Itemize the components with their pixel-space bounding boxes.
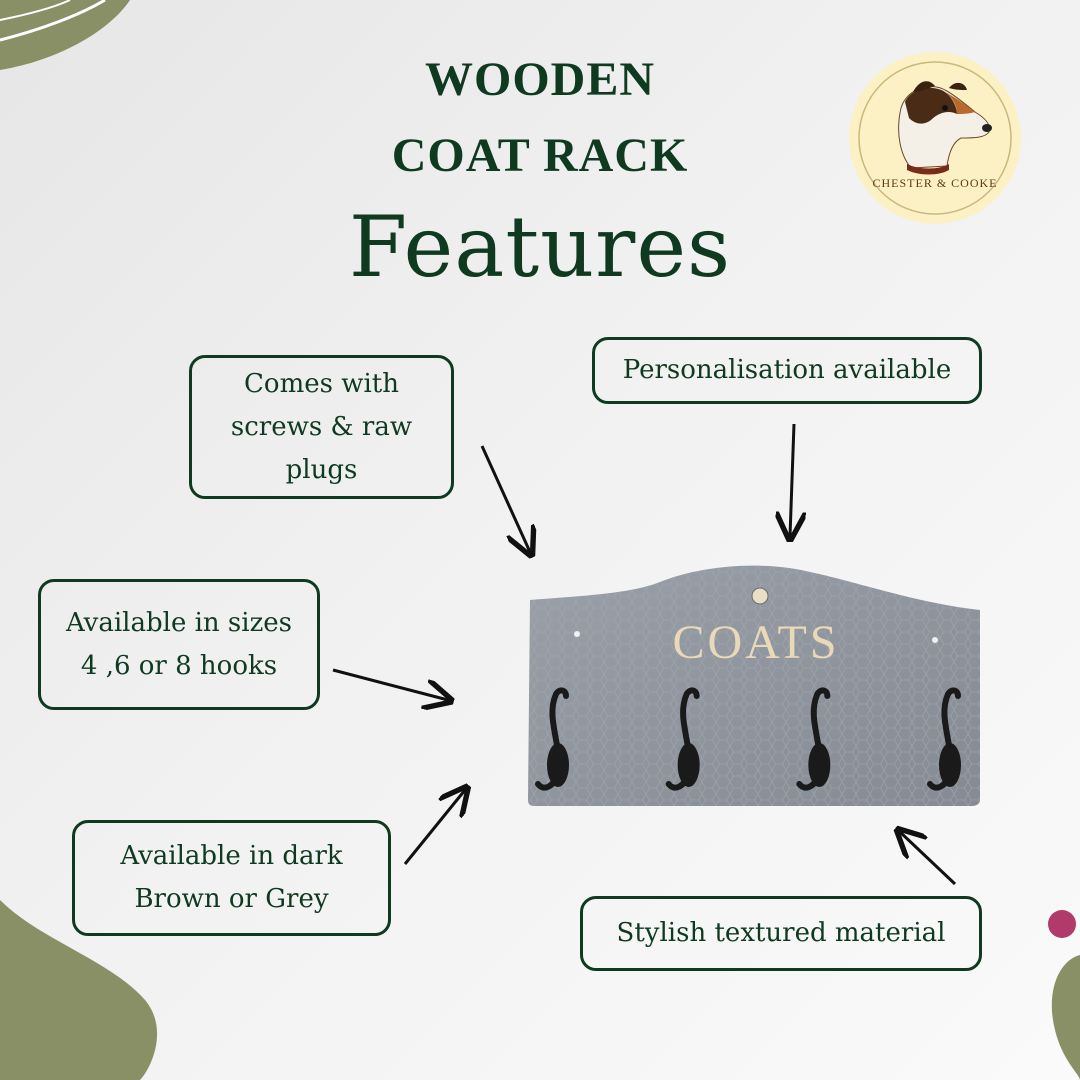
callout-material: Stylish textured material xyxy=(580,896,982,971)
title-coat-rack: COAT RACK xyxy=(391,129,689,182)
hooks-group xyxy=(535,687,961,791)
screw-hole xyxy=(574,631,580,637)
swirl-line xyxy=(0,0,71,21)
arrow-colours xyxy=(403,790,465,865)
dog-illustration-icon xyxy=(858,61,1012,215)
callout-screws: Comes with screws & raw plugs xyxy=(189,355,454,499)
hook-icon xyxy=(665,687,700,791)
hook-icon xyxy=(535,687,569,791)
hook-icon xyxy=(796,687,831,791)
olive-blob-bottom-right xyxy=(1051,955,1080,1080)
callout-sizes: Available in sizes 4 ,6 or 8 hooks xyxy=(38,579,320,710)
callout-material-text: Stylish textured material xyxy=(616,918,946,948)
callout-personalisation: Personalisation available xyxy=(592,337,982,404)
arrow-screws xyxy=(480,445,530,552)
arrow-sizes xyxy=(332,668,448,700)
callout-sizes-line-1: Available in sizes xyxy=(65,607,293,638)
title-wooden: WOODEN xyxy=(424,53,655,106)
sign-text: COATS xyxy=(672,616,839,669)
berry-dot xyxy=(1048,910,1076,938)
swirl-line xyxy=(0,0,106,42)
callout-colours-line-2: Brown or Grey xyxy=(134,884,329,914)
callout-colours: Available in dark Brown or Grey xyxy=(72,820,391,936)
callout-screws-line-3: plugs xyxy=(285,454,358,485)
arrow-personalisation xyxy=(790,423,794,536)
callout-sizes-line-2: 4 ,6 or 8 hooks xyxy=(80,650,278,681)
coat-rack-image: COATS xyxy=(528,565,980,806)
callout-personalisation-text: Personalisation available xyxy=(622,355,952,385)
callout-colours-line-1: Available in dark xyxy=(120,841,343,871)
callout-screws-line-1: Comes with xyxy=(244,368,399,399)
brand-name: CHESTER & COOKE xyxy=(872,176,998,190)
arrow-material xyxy=(900,832,957,886)
screw-hole xyxy=(932,637,938,643)
brand-logo: CHESTER & COOKE xyxy=(849,52,1021,224)
olive-swirl-top-left xyxy=(0,0,130,70)
callout-screws-line-2: screws & raw xyxy=(230,411,413,442)
title-features: Features xyxy=(348,198,732,296)
screw-icon xyxy=(751,587,769,605)
olive-blob-bottom-left xyxy=(0,900,158,1080)
hook-icon xyxy=(927,687,961,791)
